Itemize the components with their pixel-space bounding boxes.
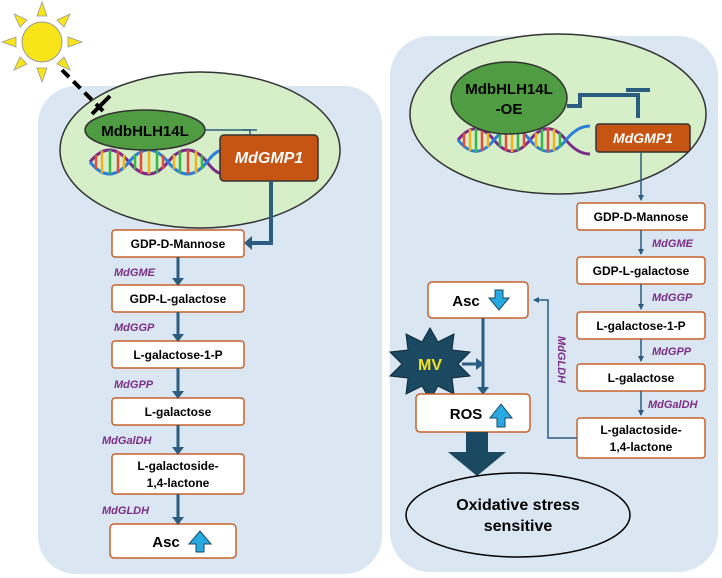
right-enzyme-mdgaldh: MdGalDH <box>648 399 699 411</box>
right-tf-label-line1: MdbHLH14L <box>465 81 553 98</box>
left-step-label-asc: Asc <box>152 534 180 551</box>
right-outcome-line2: sensitive <box>484 518 553 535</box>
up-arrow-icon <box>488 403 514 428</box>
right-mv-label: MV <box>418 357 442 374</box>
right-outcome-line1: Oxidative stress <box>456 497 580 514</box>
left-panel: MdbHLH14L MdGMP1 GD <box>0 0 382 574</box>
left-gene-label: MdGMP1 <box>235 150 304 167</box>
sun-icon <box>0 0 84 84</box>
left-step-label-l-galactose-1-p: L-galactose-1-P <box>133 348 222 362</box>
right-step-label-lactone-2: 1,4-lactone <box>610 440 673 454</box>
left-enzyme-mdgpp: MdGPP <box>114 379 154 391</box>
dna-helix-icon <box>88 148 225 176</box>
mv-burst-icon <box>388 326 484 402</box>
right-gene-label: MdGMP1 <box>613 130 673 146</box>
left-step-label-gdp-l-galactose: GDP-L-galactose <box>130 292 227 306</box>
right-step-label-gdp-d-mannose: GDP-D-Mannose <box>594 210 689 224</box>
right-enzyme-mdggp: MdGGP <box>652 292 693 304</box>
right-enzyme-mdgpp: MdGPP <box>652 346 692 358</box>
left-enzyme-mdgldh: MdGLDH <box>102 505 150 517</box>
right-gldh-feedback-line <box>533 297 577 439</box>
left-step-label-l-galactose: L-galactose <box>145 405 212 419</box>
left-step-label-gdp-d-mannose: GDP-D-Mannose <box>131 237 226 251</box>
right-gene-box <box>595 123 691 153</box>
up-arrow-icon <box>187 530 213 553</box>
left-enzyme-mdgaldh: MdGalDH <box>102 435 153 447</box>
right-tf-label-line2: -OE <box>496 101 523 118</box>
left-enzyme-mdggp: MdGGP <box>114 322 155 334</box>
right-step-label-l-galactose-1-p: L-galactose-1-P <box>596 319 685 333</box>
right-enzyme-mdgme: MdGME <box>652 238 694 250</box>
right-step-label-gdp-l-galactose: GDP-L-galactose <box>593 264 690 278</box>
right-tf-ellipse <box>450 61 568 135</box>
right-panel: MdbHLH14L -OE MdGMP1 GDP-D-Mannose GDP-L… <box>388 33 718 572</box>
right-ros-label: ROS <box>450 406 483 423</box>
left-gene-to-pathway-arrow <box>252 181 273 245</box>
left-step-label-lactone-1: L-galactoside- <box>137 459 218 473</box>
right-asc-label: Asc <box>452 293 480 310</box>
left-tf-label: MdbHLH14L <box>101 123 189 140</box>
light-inhibition-bar <box>90 94 112 116</box>
right-step-label-l-galactose: L-galactose <box>608 371 675 385</box>
right-enzyme-mdgldh: MdGLDH <box>555 336 567 384</box>
left-enzyme-mdgme: MdGME <box>114 267 156 279</box>
left-step-label-lactone-2: 1,4-lactone <box>147 476 210 490</box>
right-step-label-lactone-1: L-galactoside- <box>600 423 681 437</box>
right-ros-to-outcome-arrow <box>448 432 506 476</box>
right-outcome-ellipse <box>405 472 631 558</box>
down-arrow-icon <box>487 289 511 311</box>
right-inhibition-line <box>567 93 640 118</box>
